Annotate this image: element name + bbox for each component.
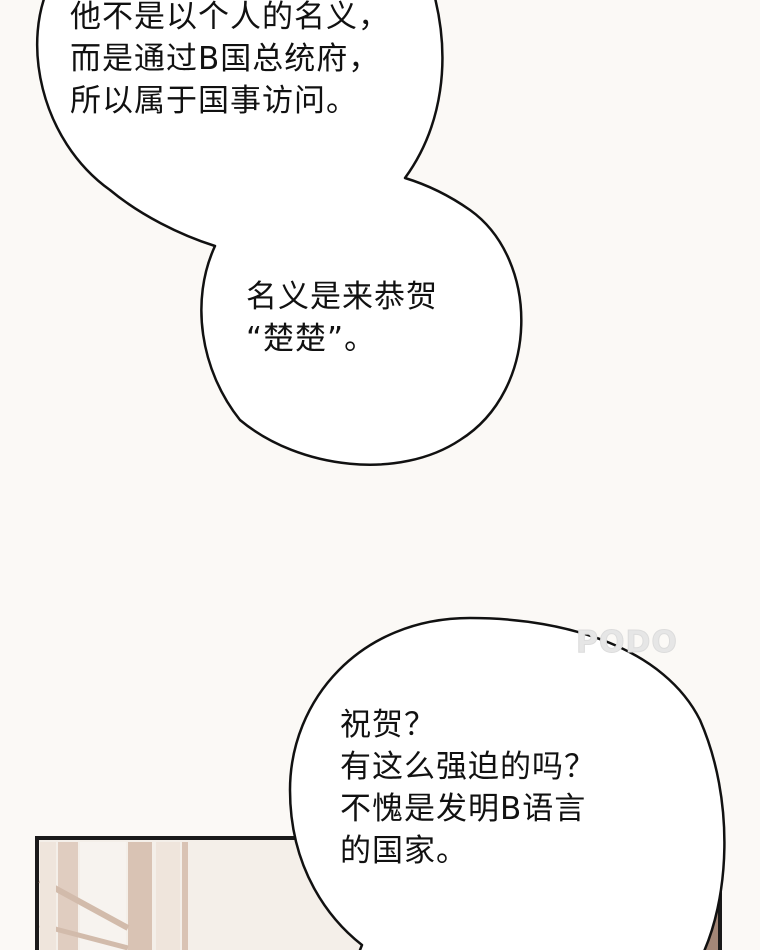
speech-line: 祝贺？ (340, 707, 436, 743)
speech-text-top: 他不是以个人的名义， 而是通过B国总统府， 所以属于国事访问。 (70, 0, 390, 122)
speech-line: 他不是以个人的名义， (70, 0, 390, 35)
window-frame-illustration (38, 842, 188, 950)
speech-bubble-bottom (288, 616, 726, 950)
speech-line: 不愧是发明B语言 (340, 791, 587, 827)
watermark-logo: PODO (576, 625, 678, 661)
speech-line: 而是通过B国总统府， (70, 41, 381, 77)
speech-text-bottom: 祝贺？ 有这么强迫的吗？ 不愧是发明B语言 的国家。 (340, 704, 596, 872)
speech-line: 的国家。 (340, 833, 468, 869)
speech-line: “楚楚”。 (246, 321, 377, 357)
speech-line: 名义是来恭贺 (246, 279, 438, 315)
speech-text-middle: 名义是来恭贺 “楚楚”。 (246, 276, 438, 360)
speech-bubble-top (35, 0, 523, 466)
watermark-text: PODO (576, 625, 678, 661)
speech-line: 有这么强迫的吗？ (340, 749, 596, 785)
speech-line: 所以属于国事访问。 (70, 83, 358, 119)
